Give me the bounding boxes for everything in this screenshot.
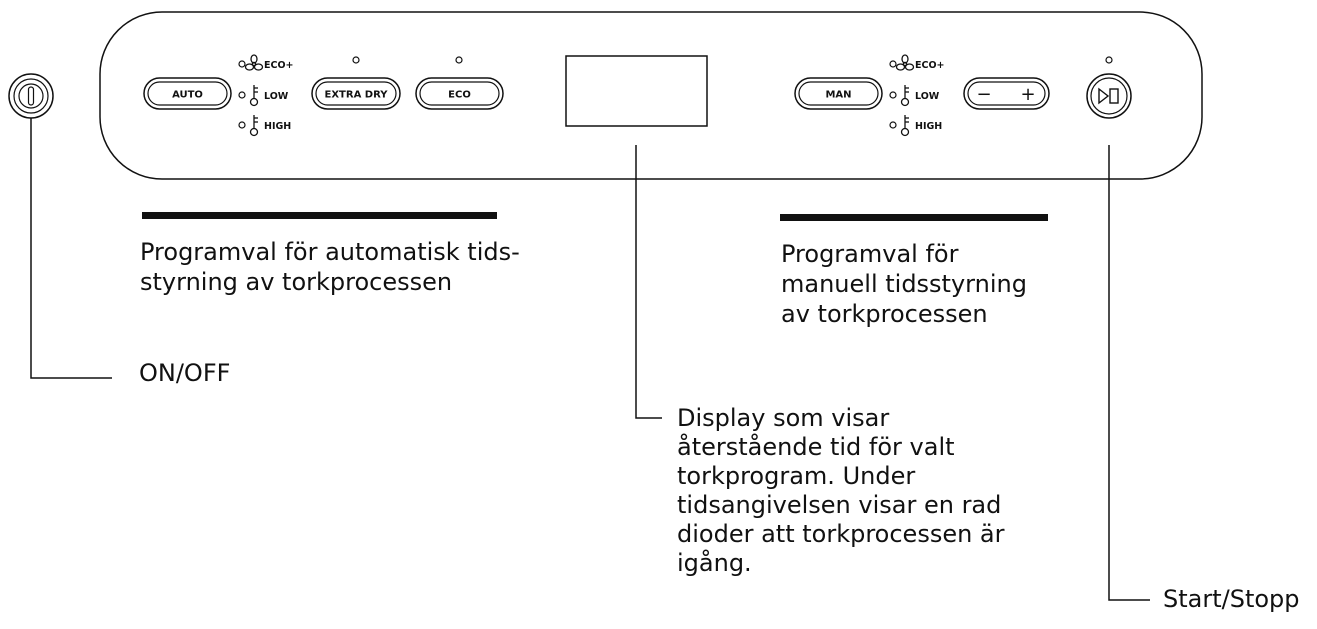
- thermometer-icon: [900, 85, 910, 107]
- display-caption-line: igång.: [677, 549, 752, 577]
- eco-indicator-led: [455, 56, 463, 64]
- thermometer-icon: [900, 115, 910, 137]
- display-caption-line: tidsangivelsen visar en rad: [677, 491, 1002, 519]
- display-leader-line: [635, 145, 662, 419]
- man-indicator-eco-plus-label: ECO+: [915, 60, 945, 71]
- auto-indicators: ECO+ LOW HIGH: [238, 54, 294, 137]
- man-button[interactable]: MAN: [794, 77, 883, 110]
- man-indicators: ECO+ LOW HIGH: [889, 54, 945, 137]
- power-icon: [27, 86, 35, 106]
- manual-program-caption-line: Programval för: [781, 240, 959, 268]
- auto-section-bar: [142, 212, 497, 219]
- on-off-caption: ON/OFF: [139, 359, 231, 387]
- indicator-led: [238, 121, 246, 129]
- auto-program-caption-line: Programval för automatisk tids-: [140, 238, 520, 266]
- power-button[interactable]: [8, 73, 54, 119]
- start-stop-button[interactable]: [1086, 73, 1132, 119]
- auto-program-caption: Programval för automatisk tids- styrning…: [140, 237, 520, 297]
- auto-indicator-high-label: HIGH: [264, 121, 291, 132]
- extra-dry-button[interactable]: EXTRA DRY: [311, 77, 401, 110]
- minus-symbol[interactable]: −: [976, 84, 991, 105]
- man-button-label: MAN: [825, 90, 851, 101]
- plus-symbol[interactable]: +: [1020, 84, 1035, 105]
- extra-dry-button-label: EXTRA DRY: [325, 90, 389, 101]
- auto-button-label: AUTO: [172, 90, 203, 101]
- display-caption-line: torkprogram. Under: [677, 462, 916, 490]
- manual-section-bar: [780, 214, 1048, 221]
- indicator-led: [238, 91, 246, 99]
- thermometer-icon: [249, 115, 259, 137]
- fan-icon: [895, 54, 915, 71]
- thermometer-icon: [249, 85, 259, 107]
- manual-program-caption: Programval för manuell tidsstyrning av t…: [781, 239, 1027, 329]
- indicator-led: [238, 60, 246, 68]
- time-adjust-button[interactable]: − +: [963, 77, 1050, 110]
- auto-program-caption-line: styrning av torkprocessen: [140, 268, 453, 296]
- control-panel-outline: [99, 11, 1203, 180]
- auto-indicator-eco-plus-label: ECO+: [264, 60, 294, 71]
- man-indicator-low-label: LOW: [915, 91, 940, 102]
- play-pause-icon: [1098, 87, 1119, 105]
- display-caption-line: dioder att torkprocessen är: [677, 520, 1005, 548]
- eco-button-label: ECO: [448, 90, 471, 101]
- display-caption-line: Display som visar: [677, 404, 890, 432]
- indicator-led: [889, 91, 897, 99]
- man-indicator-high-label: HIGH: [915, 121, 942, 132]
- start-stop-indicator-led: [1105, 56, 1113, 64]
- auto-indicator-low-label: LOW: [264, 91, 289, 102]
- display-caption-line: återstående tid för valt: [677, 433, 955, 461]
- auto-button[interactable]: AUTO: [143, 77, 232, 110]
- extra-dry-indicator-led: [352, 56, 360, 64]
- manual-program-caption-line: av torkprocessen: [781, 300, 988, 328]
- start-stop-caption: Start/Stopp: [1163, 585, 1300, 613]
- fan-icon: [244, 54, 264, 71]
- display-caption: Display som visar återstående tid för va…: [677, 404, 1005, 578]
- manual-program-caption-line: manuell tidsstyrning: [781, 270, 1027, 298]
- eco-button[interactable]: ECO: [415, 77, 504, 110]
- indicator-led: [889, 121, 897, 129]
- time-display: [565, 55, 708, 127]
- on-off-leader-line: [30, 118, 112, 379]
- indicator-led: [889, 60, 897, 68]
- start-stop-leader-line: [1108, 145, 1150, 601]
